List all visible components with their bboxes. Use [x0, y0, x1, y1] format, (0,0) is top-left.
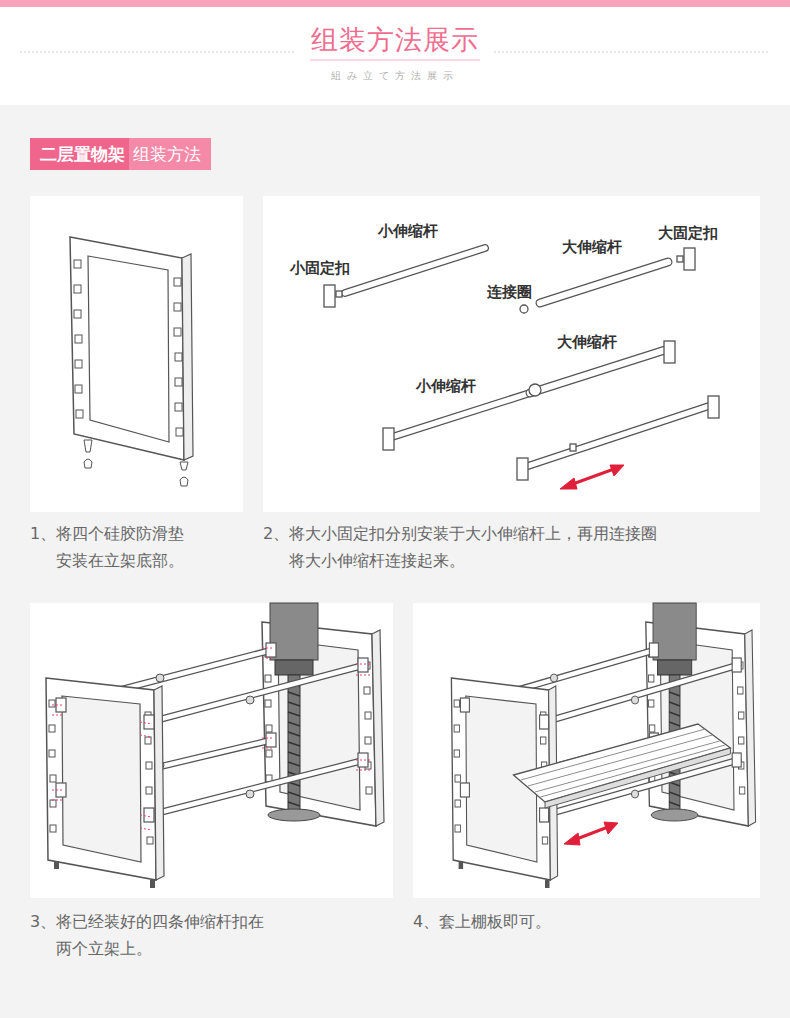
band-subheading: 组装方法 — [129, 138, 211, 170]
rack-illustration — [451, 603, 755, 888]
part-name: 大伸缩杆 — [557, 333, 617, 352]
step-text: 4、套上棚板即可。 — [413, 908, 743, 935]
part-name: 大固定扣 — [658, 224, 718, 243]
part-name: 小固定扣 — [290, 259, 350, 278]
band-heading: 二层置物架 — [30, 138, 129, 170]
part-name: 小伸缩杆 — [416, 377, 476, 396]
part-name: 连接圈 — [487, 283, 532, 302]
rack-illustration — [46, 603, 384, 888]
part-name: 小伸缩杆 — [378, 222, 438, 241]
part-name: 大伸缩杆 — [562, 238, 622, 257]
step-text: 1、将四个硅胶防滑垫 安装在立架底部。 — [30, 520, 245, 574]
subtitle: 組み立て方法展示 — [195, 69, 595, 83]
step-text: 2、将大小固定扣分别安装于大小伸缩杆上，再用连接圈 将大小伸缩杆连接起来。 — [263, 520, 753, 574]
section-band: 二层置物架组装方法 — [30, 138, 211, 170]
page-title: 组装方法展示 — [195, 22, 595, 58]
step-text: 3、将已经装好的四条伸缩杆扣在 两个立架上。 — [30, 908, 360, 962]
